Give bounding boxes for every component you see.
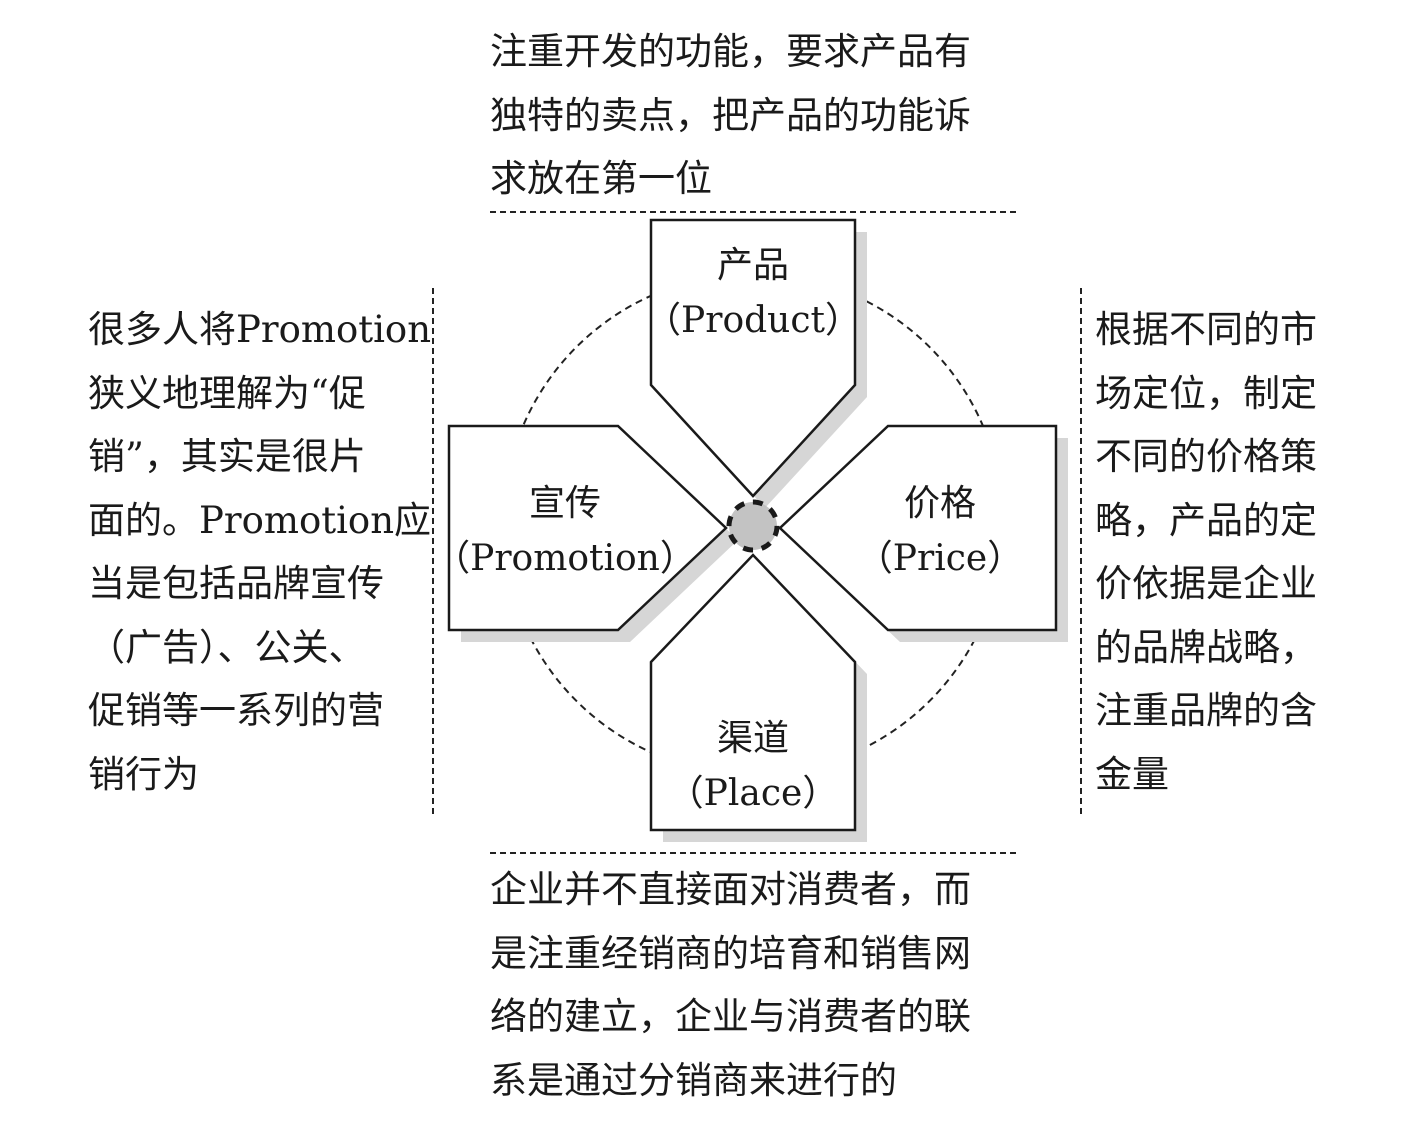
text-line: 价依据是企业	[1095, 562, 1317, 605]
promotion-label: 宣传	[529, 483, 601, 524]
promotion-label-en: （Promotion）	[434, 538, 696, 579]
product-description: 注重开发的功能，要求产品有 独特的卖点，把产品的功能诉 求放在第一位	[490, 20, 971, 211]
promotion-shape	[447, 424, 728, 632]
place-shape	[649, 553, 857, 832]
text-line: 销”，其实是很片	[88, 435, 366, 478]
text-line: 不同的价格策	[1095, 435, 1317, 478]
promotion-description: 很多人将Promotion 狭义地理解为“促 销”，其实是很片 面的。Promo…	[88, 298, 431, 806]
text-line: 当是包括品牌宣传	[88, 562, 384, 605]
text-line: 根据不同的市	[1095, 308, 1317, 351]
text-line: 注重开发的功能，要求产品有	[490, 30, 971, 73]
text-line: 独特的卖点，把产品的功能诉	[490, 93, 971, 137]
text-line: 络的建立，企业与消费者的联	[490, 995, 971, 1038]
text-line: 略，产品的定	[1095, 498, 1317, 542]
price-description: 根据不同的市 场定位，制定 不同的价格策 略，产品的定 价依据是企业 的品牌战略…	[1095, 298, 1317, 806]
text-line: 企业并不直接面对消费者，而	[490, 868, 971, 911]
text-line: 狭义地理解为“促	[88, 371, 366, 415]
text-line: 促销等一系列的营	[88, 689, 384, 732]
place-description: 企业并不直接面对消费者，而 是注重经销商的培育和销售网 络的建立，企业与消费者的…	[490, 858, 971, 1112]
price-shape	[778, 424, 1058, 632]
text-line: 很多人将Promotion	[88, 308, 432, 351]
price-label: 价格	[904, 483, 976, 524]
product-shape	[649, 218, 857, 498]
product-label-en: （Product）	[645, 300, 861, 341]
text-line: 是注重经销商的培育和销售网	[490, 931, 971, 975]
text-line: （广告）、公关、	[88, 625, 366, 669]
text-line: 求放在第一位	[490, 157, 712, 200]
text-line: 场定位，制定	[1095, 371, 1317, 415]
text-line: 面的。Promotion应	[88, 498, 432, 542]
center-hub	[726, 499, 780, 553]
text-line: 销行为	[88, 752, 199, 796]
product-label: 产品	[717, 245, 789, 286]
text-line: 金量	[1095, 752, 1169, 796]
text-line: 注重品牌的含	[1095, 689, 1317, 732]
price-label-en: （Price）	[857, 538, 1023, 579]
place-label: 渠道	[717, 718, 789, 759]
text-line: 系是通过分销商来进行的	[490, 1058, 897, 1102]
text-line: 的品牌战略，	[1095, 625, 1317, 669]
place-label-en: （Place）	[668, 773, 839, 814]
